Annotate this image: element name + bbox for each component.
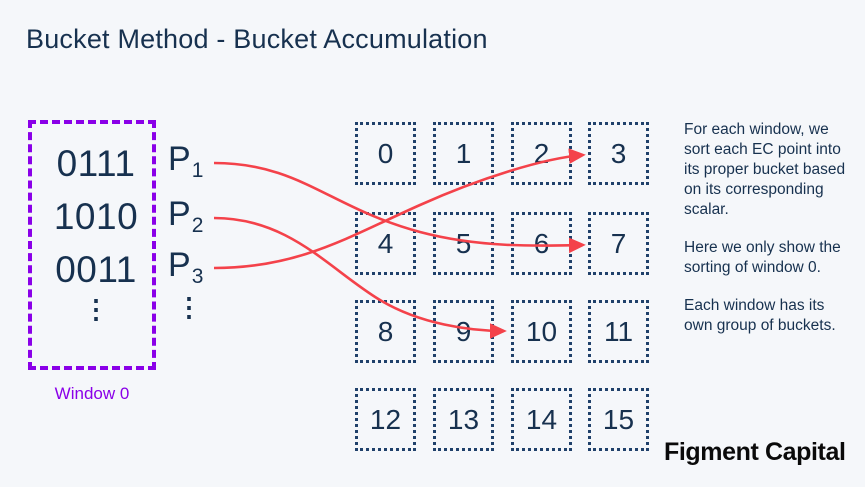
point-base: P: [168, 195, 191, 233]
notes-panel: For each window, we sort each EC point i…: [684, 120, 856, 354]
bucket-cell[interactable]: 9: [433, 300, 494, 363]
brand-logo: Figment Capital: [664, 438, 846, 466]
bucket-cell[interactable]: 8: [355, 300, 416, 363]
note-paragraph: For each window, we sort each EC point i…: [684, 121, 846, 218]
scalar-value: 0111: [56, 143, 136, 184]
bucket-cell[interactable]: 5: [433, 212, 494, 275]
bucket-cell[interactable]: 12: [355, 388, 416, 451]
bucket-cell[interactable]: 0: [355, 122, 416, 185]
bucket-cell[interactable]: 10: [511, 300, 572, 363]
page-title: Bucket Method - Bucket Accumulation: [26, 24, 488, 54]
scalar-value: 1010: [53, 196, 139, 237]
window-scalar-box: 0111 1010 0011 ⋮: [28, 120, 156, 370]
ec-point-label-p3: P3: [168, 246, 204, 288]
bucket-cell[interactable]: 11: [588, 300, 649, 363]
scalar-value: 0011: [55, 249, 137, 290]
note-paragraph: Here we only show the sorting of window …: [684, 239, 841, 276]
point-subscript: 3: [191, 265, 204, 288]
ec-point-label-p2: P2: [168, 195, 204, 237]
point-subscript: 2: [191, 214, 204, 237]
window-label: Window 0: [54, 384, 130, 403]
bucket-cell[interactable]: 6: [511, 212, 572, 275]
point-ellipsis-icon: ⋮: [176, 292, 202, 322]
ec-point-label-p1: P1: [168, 140, 204, 182]
bucket-cell[interactable]: 4: [355, 212, 416, 275]
bucket-cell[interactable]: 15: [588, 388, 649, 451]
bucket-cell[interactable]: 1: [433, 122, 494, 185]
point-base: P: [168, 246, 191, 284]
bucket-cell[interactable]: 3: [588, 122, 649, 185]
scalar-ellipsis-icon: ⋮: [83, 294, 109, 324]
bucket-cell[interactable]: 14: [511, 388, 572, 451]
point-base: P: [168, 140, 191, 178]
bucket-cell[interactable]: 7: [588, 212, 649, 275]
bucket-cell[interactable]: 2: [511, 122, 572, 185]
note-paragraph: Each window has its own group of buckets…: [684, 297, 836, 334]
bucket-cell[interactable]: 13: [433, 388, 494, 451]
point-subscript: 1: [191, 159, 204, 182]
